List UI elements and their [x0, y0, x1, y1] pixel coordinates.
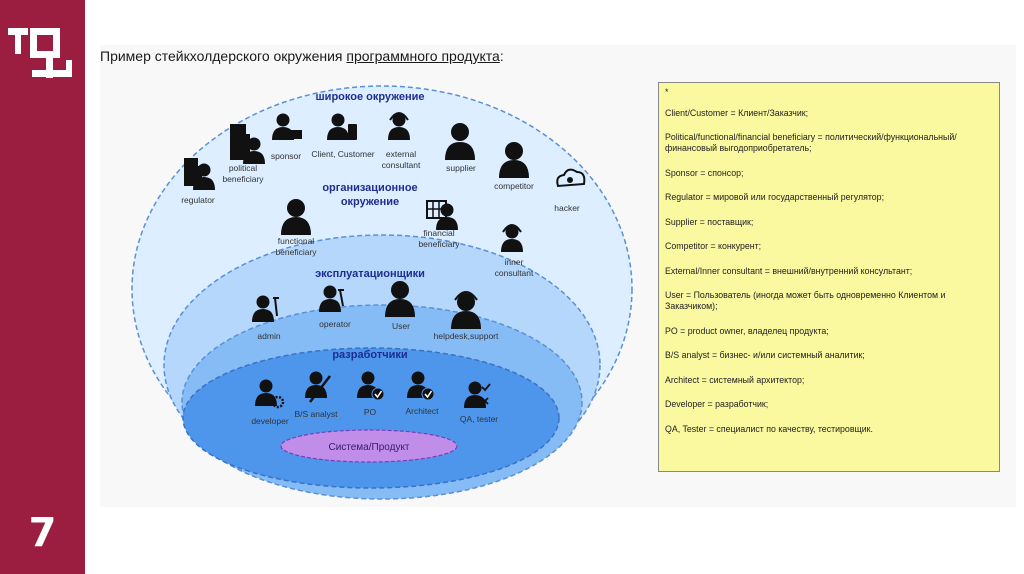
- client-customer-label: Client, Customer: [311, 149, 374, 159]
- core-system-product: [280, 429, 458, 463]
- page-number: 7: [28, 510, 57, 556]
- inner-consultant-label-1: inner: [505, 257, 524, 267]
- glossary-entry: Developer = разработчик;: [665, 399, 769, 410]
- glossary-entry: Client/Customer = Клиент/Заказчик;: [665, 107, 809, 118]
- glossary-entry: Supplier = поставщик;: [665, 216, 754, 227]
- inner-consultant-label-2: consultant: [495, 268, 534, 278]
- glossary-entry: Architect = системный архитектор;: [665, 374, 805, 385]
- zone-title-org-line1: организационное: [322, 182, 417, 194]
- functional-beneficiary-label-1: functional: [278, 236, 314, 246]
- helpdesk-support-icon: [451, 291, 481, 329]
- financial-beneficiary-label-1: financial: [423, 228, 454, 238]
- operator-label: operator: [319, 319, 351, 329]
- zone-developers: [182, 347, 560, 489]
- stakeholder-diagram: широкое окружение организационное окруже…: [131, 85, 633, 500]
- competitor-icon: [499, 142, 529, 178]
- developer-label: developer: [251, 416, 289, 426]
- glossary-entry: User = Пользователь (иногда может быть о…: [665, 290, 946, 312]
- qa-tester-label: QA, tester: [460, 414, 498, 424]
- functional-beneficiary-icon: [281, 199, 311, 235]
- glossary-entry: B/S analyst = бизнес- и/или системный ан…: [665, 350, 865, 361]
- zone-title-ops: эксплуатационщики: [315, 268, 425, 280]
- qa-tester-icon: [464, 381, 491, 408]
- architect-label: Architect: [405, 406, 439, 416]
- bs-analyst-icon: [305, 371, 331, 403]
- regulator-label: regulator: [181, 195, 215, 205]
- bs-analyst-label: B/S analyst: [295, 409, 339, 419]
- helpdesk-support-label: helpdesk,support: [434, 331, 499, 341]
- political-beneficiary-label-2: beneficiary: [222, 174, 264, 184]
- operator-icon: [319, 285, 344, 312]
- hacker-icon: [556, 168, 586, 188]
- external-consultant-label-2: consultant: [382, 160, 421, 170]
- sidebar: 7: [0, 0, 85, 574]
- external-consultant-icon: [388, 112, 410, 140]
- supplier-label: supplier: [446, 163, 476, 173]
- brand-logo: [8, 28, 72, 78]
- admin-icon: [252, 295, 279, 322]
- functional-beneficiary-label-2: beneficiary: [275, 247, 317, 257]
- political-beneficiary-label-1: political: [229, 163, 257, 173]
- po-icon: [357, 371, 385, 401]
- supplier-icon: [445, 123, 475, 160]
- developer-icon: [255, 379, 285, 409]
- financial-beneficiary-label-2: beneficiary: [418, 239, 460, 249]
- external-consultant-label-1: external: [386, 149, 416, 159]
- zone-title-dev: разработчики: [332, 349, 407, 361]
- slide-title-underlined: программного продукта: [346, 48, 500, 64]
- slide-title-prefix: Пример стейкхолдерского окружения: [100, 48, 347, 64]
- glossary-entry: PO = product owner, владелец продукта;: [665, 325, 829, 336]
- sponsor-label: sponsor: [271, 151, 301, 161]
- slide-title-suffix: :: [499, 48, 504, 64]
- glossary-entry: Political/functional/financial beneficia…: [665, 132, 957, 154]
- glossary-entry: QA, Tester = специалист по качеству, тес…: [665, 423, 873, 434]
- glossary-box: * Client/Customer = Клиент/Заказчик; Pol…: [658, 82, 1000, 472]
- political-beneficiary-icon: [230, 124, 265, 164]
- hacker-label: hacker: [554, 203, 580, 213]
- glossary-entry: Competitor = конкурент;: [665, 241, 762, 252]
- sponsor-icon: [272, 113, 302, 140]
- slide-title: Пример стейкхолдерского окружения програ…: [100, 48, 504, 64]
- glossary-entry: Regulator = мировой или государственный …: [665, 192, 885, 203]
- financial-beneficiary-icon: [426, 200, 458, 230]
- user-label: User: [392, 321, 410, 331]
- zone-title-org-line2: окружение: [341, 196, 399, 208]
- competitor-label: competitor: [494, 181, 534, 191]
- regulator-icon: [184, 158, 215, 190]
- po-label: PO: [364, 407, 377, 417]
- zone-title-wide: широкое окружение: [316, 91, 425, 103]
- glossary-entry: External/Inner consultant = внешний/внут…: [665, 265, 913, 276]
- architect-icon: [407, 371, 435, 401]
- core-label: Система/Продукт: [328, 442, 409, 453]
- glossary-marker: *: [665, 87, 669, 97]
- user-icon: [385, 281, 415, 317]
- glossary-entry: Sponsor = спонсор;: [665, 167, 744, 178]
- inner-consultant-icon: [501, 224, 523, 252]
- admin-label: admin: [257, 331, 280, 341]
- client-customer-icon: [327, 113, 357, 140]
